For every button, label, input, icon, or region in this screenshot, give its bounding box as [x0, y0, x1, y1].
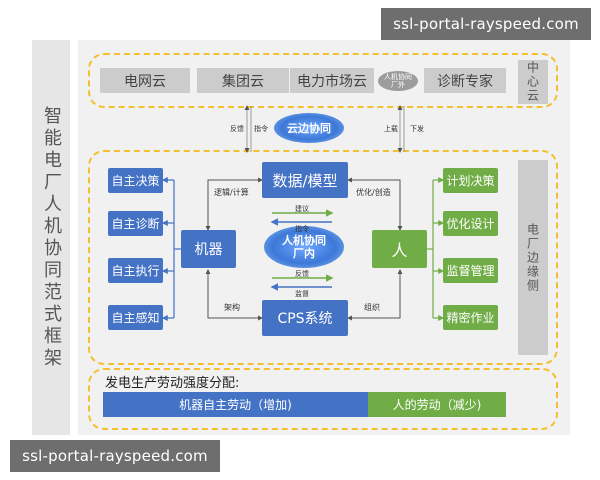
supervise-manage-label: 监督管理: [446, 264, 495, 278]
cps-box: CPS系统: [262, 300, 348, 336]
cloud-group: 集团云: [197, 68, 289, 93]
machine-labor-bar: 机器自主劳动（增加): [103, 392, 368, 417]
optimize-design-label: 优化设计: [446, 217, 495, 231]
center-cloud-label: 中心云: [525, 61, 540, 103]
auto-diagnosis-label: 自主诊断: [111, 217, 160, 231]
diagnosis-expert: 诊断专家: [424, 68, 506, 93]
optimize-label: 优化/创造: [356, 188, 391, 197]
cloud-market: 电力市场云: [290, 68, 374, 93]
cloud-grid-label: 电网云: [124, 73, 166, 90]
cloud-section: [88, 53, 558, 108]
architecture-label: 架构: [224, 303, 240, 312]
cloud-edge-oval: 云边协同: [274, 113, 344, 143]
human-to-right-boxes: [427, 177, 445, 321]
logic-label: 逻辑/计算: [214, 188, 249, 197]
upload-label: 上载: [384, 125, 398, 133]
precision-work-label: 精密作业: [446, 311, 495, 325]
auto-diagnosis-box: 自主诊断: [108, 211, 163, 236]
cps-label: CPS系统: [277, 311, 333, 327]
labor-section: [88, 368, 558, 430]
diagnosis-expert-label: 诊断专家: [437, 73, 493, 90]
feedback-label: 反馈: [295, 270, 309, 278]
command-label-top: 指令: [254, 125, 268, 133]
organize-label: 组织: [364, 303, 380, 312]
auto-execution-label: 自主执行: [111, 264, 160, 278]
machine-cps-link: [205, 269, 263, 321]
auto-perception-label: 自主感知: [111, 311, 160, 325]
collab-inside-label: 人机协同厂内: [282, 234, 326, 260]
data-model-box: 数据/模型: [262, 162, 348, 198]
cloud-edge-label: 云边协同: [287, 122, 331, 135]
framework-title-bar: 智能电厂人机协同范式框架: [32, 40, 70, 435]
cloud-grid: 电网云: [100, 68, 190, 93]
machine-label: 机器: [194, 242, 223, 258]
cloud-group-label: 集团云: [222, 73, 264, 90]
human-labor-label: 人的劳动（减少): [392, 398, 482, 412]
human-datamodel-link: [347, 177, 403, 231]
framework-title: 智能电厂人机协同范式框架: [41, 105, 62, 370]
watermark-top: ssl-portal-rayspeed.com: [381, 8, 591, 40]
cloud-edge-arrow-left: [244, 105, 252, 153]
command-label: 指令: [295, 225, 309, 233]
supervise-manage-box: 监督管理: [443, 258, 498, 283]
plan-decision-box: 计划决策: [443, 168, 498, 193]
deliver-label: 下发: [410, 125, 424, 133]
human-box: 人: [372, 230, 427, 268]
data-model-label: 数据/模型: [272, 171, 338, 190]
collab-outside-oval: 人机协同厂外: [378, 71, 418, 91]
machine-box: 机器: [181, 230, 236, 268]
machine-datamodel-link: [205, 177, 263, 231]
plan-decision-label: 计划决策: [446, 174, 495, 188]
auto-perception-box: 自主感知: [108, 305, 163, 330]
collab-inside-oval: 人机协同厂内: [264, 226, 344, 268]
machine-to-left-boxes: [161, 177, 181, 321]
collab-outside-label: 人机协同厂外: [384, 73, 412, 89]
edge-section: [88, 150, 558, 365]
human-label: 人: [391, 241, 408, 260]
cloud-edge-arrow-right: [397, 105, 405, 153]
suggest-label: 建议: [295, 205, 309, 213]
precision-work-box: 精密作业: [443, 305, 498, 330]
human-cps-link: [347, 269, 403, 321]
supervise-label: 监督: [295, 290, 309, 298]
auto-decision-box: 自主决策: [108, 168, 163, 193]
optimize-design-box: 优化设计: [443, 211, 498, 236]
labor-title: 发电生产劳动强度分配:: [105, 376, 240, 391]
edge-side-tag: 电厂边缘侧: [518, 160, 548, 355]
auto-decision-label: 自主决策: [111, 174, 160, 188]
feedback-label-top: 反馈: [230, 125, 244, 133]
watermark-bottom: ssl-portal-rayspeed.com: [10, 440, 220, 472]
machine-labor-label: 机器自主劳动（增加): [179, 398, 292, 412]
auto-execution-box: 自主执行: [108, 258, 163, 283]
cloud-market-label: 电力市场云: [297, 73, 367, 90]
edge-side-label: 电厂边缘侧: [525, 222, 540, 293]
human-labor-bar: 人的劳动（减少): [368, 392, 506, 417]
center-cloud-tag: 中心云: [518, 60, 548, 104]
